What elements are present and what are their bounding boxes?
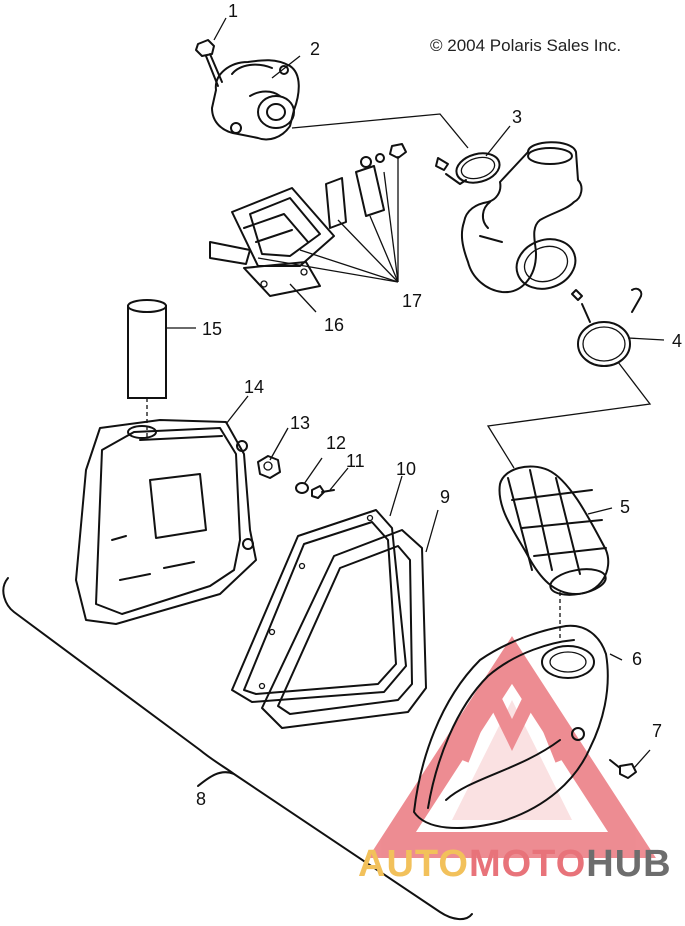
- callout-6: 6: [632, 649, 643, 669]
- callout-11: 11: [346, 451, 365, 471]
- callout-13: 13: [290, 413, 311, 433]
- part-4-clamp: [571, 287, 643, 367]
- callout-5: 5: [620, 497, 631, 517]
- part-12-washer: [295, 482, 309, 494]
- part-7-screw: [609, 759, 637, 779]
- callout-7: 7: [652, 721, 663, 741]
- watermark-text-moto: MOTO: [468, 843, 587, 885]
- callout-15: 15: [202, 319, 223, 339]
- callout-2: 2: [310, 39, 321, 59]
- part-16-reed-valve: [209, 187, 335, 297]
- callout-1: 1: [228, 1, 239, 21]
- part-10-filter: [231, 509, 407, 703]
- callout-8: 8: [196, 789, 207, 809]
- callout-9: 9: [440, 487, 451, 507]
- intake-boot: [460, 141, 583, 294]
- part-3-clamp: [435, 152, 501, 185]
- part-6-airbox-cover: [413, 624, 609, 829]
- part-11-screw: [311, 485, 335, 499]
- part-13-grommet: [257, 455, 281, 479]
- part-9-frame: [261, 529, 427, 729]
- callout-17: 17: [402, 291, 423, 311]
- callout-12: 12: [326, 433, 347, 453]
- watermark-text: AUTOMOTOHUB: [358, 845, 672, 883]
- copyright-notice: © 2004 Polaris Sales Inc.: [430, 36, 622, 55]
- callout-3: 3: [512, 107, 523, 127]
- callout-14: 14: [244, 377, 265, 397]
- callout-4: 4: [672, 331, 683, 351]
- part-15-tube: [127, 299, 167, 440]
- callout-10: 10: [396, 459, 417, 479]
- part-5-intake-screen: [498, 465, 610, 640]
- part-2-housing: [211, 59, 300, 141]
- part-8-bracket: [2, 577, 473, 920]
- part-17-reeds-fasteners: [325, 143, 407, 229]
- watermark-logo: [368, 636, 656, 858]
- part-14-airbox: [75, 419, 257, 625]
- watermark-text-hub: HUB: [586, 843, 672, 885]
- leader-lines: [166, 17, 665, 769]
- callout-16: 16: [324, 315, 345, 335]
- watermark-text-auto: AUTO: [358, 843, 469, 885]
